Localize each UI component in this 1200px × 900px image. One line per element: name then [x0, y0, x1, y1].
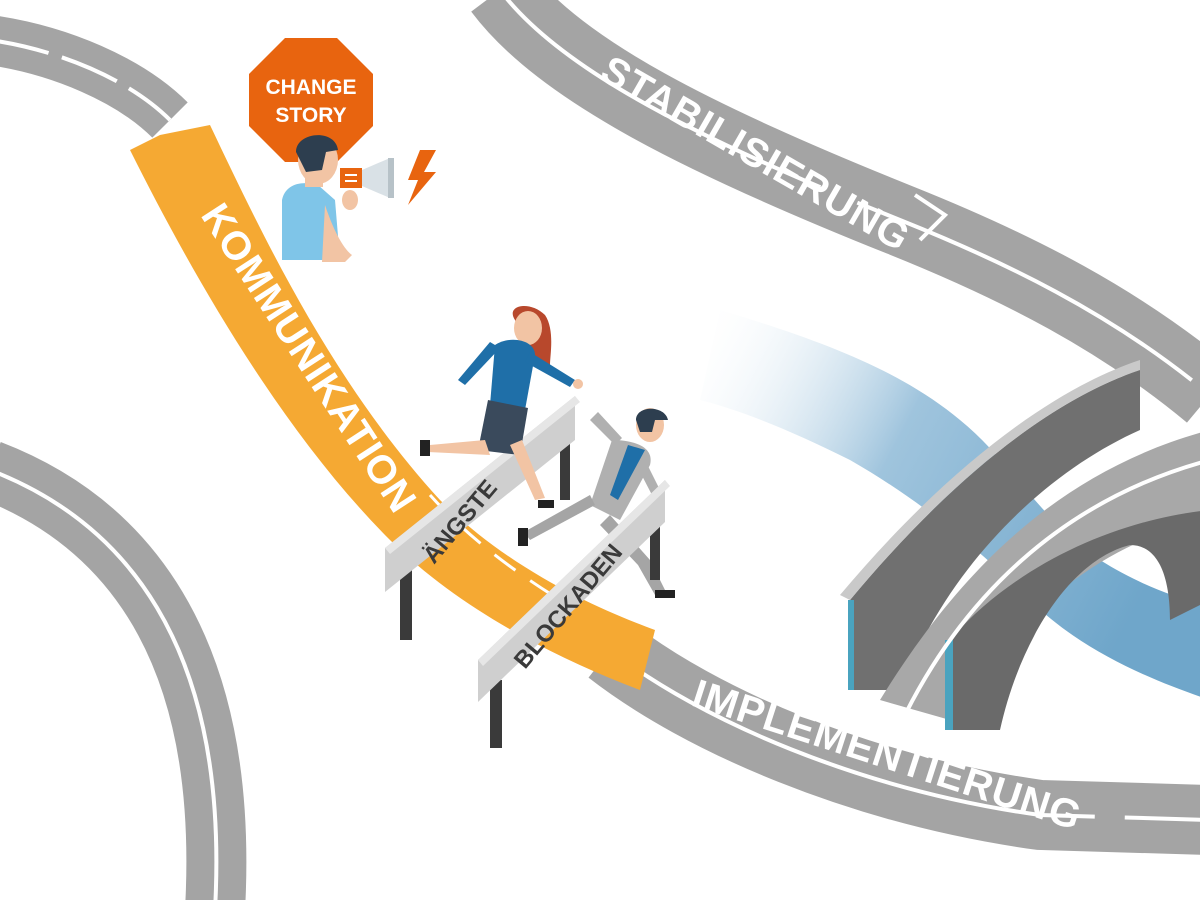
label-stabilisierung: STABILISIERUNG	[594, 48, 918, 261]
road-implementierung	[588, 622, 1200, 855]
sign-line-1: CHANGE	[265, 76, 356, 99]
road-chevron	[913, 193, 949, 242]
change-story-sign: CHANGE STORY	[249, 38, 373, 210]
megaphone-icon	[340, 158, 394, 210]
road-left-curve	[0, 442, 247, 900]
woman-runner	[420, 305, 583, 508]
road-top-left	[0, 16, 188, 139]
sign-line-2: STORY	[275, 104, 346, 127]
road-stabilisierung	[471, 0, 1200, 423]
bridge	[840, 360, 1200, 730]
sign-octagon	[249, 38, 373, 162]
man-with-megaphone	[282, 135, 436, 262]
lightning-icon	[408, 150, 436, 205]
